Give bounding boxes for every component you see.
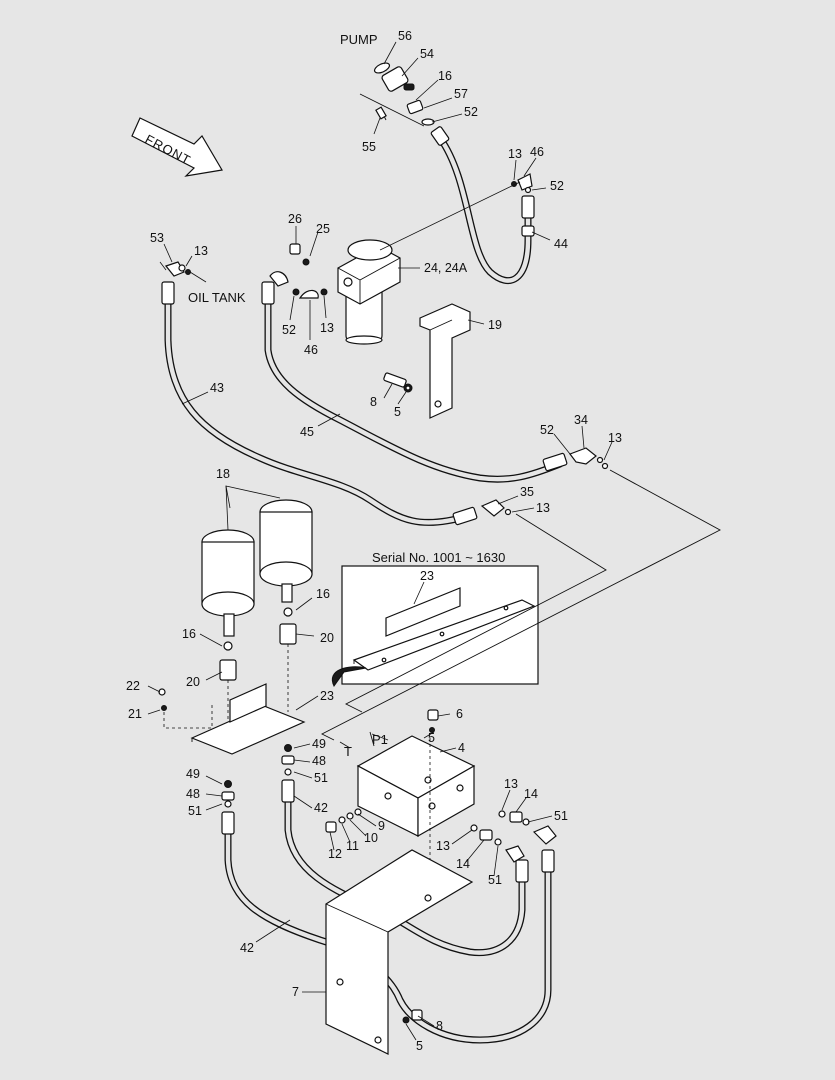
callout-56: 56 [398, 29, 412, 43]
callout-51: 51 [188, 804, 202, 818]
callout-20: 20 [186, 675, 200, 689]
callout-13: 13 [536, 501, 550, 515]
serial-label: Serial No. 1001 ~ 1630 [372, 550, 505, 565]
callout-21: 21 [128, 707, 142, 721]
callout-5: 5 [416, 1039, 423, 1053]
pump-fittings [373, 62, 435, 126]
callout-10: 10 [364, 831, 378, 845]
callout-20: 20 [320, 631, 334, 645]
accumulators [201, 499, 313, 752]
callout-5: 5 [428, 731, 435, 745]
pressure-lines [321, 93, 721, 747]
callout-35: 35 [520, 485, 534, 499]
hose-fittings [161, 126, 568, 883]
callout-9: 9 [378, 819, 385, 833]
port-t-label: T [344, 744, 352, 759]
callout-48: 48 [312, 754, 326, 768]
callout-52: 52 [282, 323, 296, 337]
callout-49: 49 [312, 737, 326, 751]
callout-16: 16 [182, 627, 196, 641]
serial-box [331, 565, 539, 687]
callout-13: 13 [194, 244, 208, 258]
callout-5: 5 [394, 405, 401, 419]
callout-52: 52 [464, 105, 478, 119]
callout-12: 12 [328, 847, 342, 861]
callout-45: 45 [300, 425, 314, 439]
callout-23: 23 [320, 689, 334, 703]
callout-52: 52 [540, 423, 554, 437]
callout-13: 13 [320, 321, 334, 335]
callout-46: 46 [304, 343, 318, 357]
callout-42: 42 [314, 801, 328, 815]
callout-42: 42 [240, 941, 254, 955]
callout-13: 13 [608, 431, 622, 445]
callout-51: 51 [488, 873, 502, 887]
callout-14: 14 [524, 787, 538, 801]
callout-44: 44 [554, 237, 568, 251]
callout-14: 14 [456, 857, 470, 871]
callout-labels: PUMP 56 54 16 57 52 55 13 46 52 44 26 25… [126, 29, 622, 1053]
callout-18: 18 [216, 467, 230, 481]
callout-16: 16 [316, 587, 330, 601]
callout-23: 23 [420, 569, 434, 583]
bracket-7 [325, 849, 474, 1055]
callout-51: 51 [314, 771, 328, 785]
callout-49: 49 [186, 767, 200, 781]
callout-4: 4 [458, 741, 465, 755]
callout-55: 55 [362, 140, 376, 154]
callout-11: 11 [346, 839, 359, 853]
callout-7: 7 [292, 985, 299, 999]
valve-fittings [221, 744, 557, 863]
callout-48: 48 [186, 787, 200, 801]
oil-tank-label: OIL TANK [188, 290, 246, 305]
front-arrow: FRONT [131, 117, 223, 177]
mount-plate-23 [158, 683, 306, 755]
callout-13: 13 [508, 147, 522, 161]
callout-6: 6 [456, 707, 463, 721]
callout-22: 22 [126, 679, 140, 693]
callout-8: 8 [436, 1019, 443, 1033]
callout-53: 53 [150, 231, 164, 245]
callout-13: 13 [436, 839, 450, 853]
callout-52: 52 [550, 179, 564, 193]
callout-51: 51 [554, 809, 568, 823]
callout-25: 25 [316, 222, 330, 236]
callout-8: 8 [370, 395, 377, 409]
valve-block-4 [356, 709, 476, 900]
callout-13: 13 [504, 777, 518, 791]
callout-24: 24, 24A [424, 261, 468, 275]
bracket-19 [383, 303, 471, 419]
pump-label: PUMP [340, 32, 378, 47]
callout-46: 46 [530, 145, 544, 159]
callout-16: 16 [438, 69, 452, 83]
callout-34: 34 [574, 413, 588, 427]
callout-43: 43 [210, 381, 224, 395]
hoses [164, 134, 564, 1044]
callout-19: 19 [488, 318, 502, 332]
filter-assembly [159, 173, 533, 345]
port-p1-label: P1 [372, 732, 388, 747]
leader-lines [147, 41, 613, 1041]
callout-26: 26 [288, 212, 302, 226]
connectors-34-35 [480, 447, 609, 517]
callout-54: 54 [420, 47, 434, 61]
callout-57: 57 [454, 87, 468, 101]
